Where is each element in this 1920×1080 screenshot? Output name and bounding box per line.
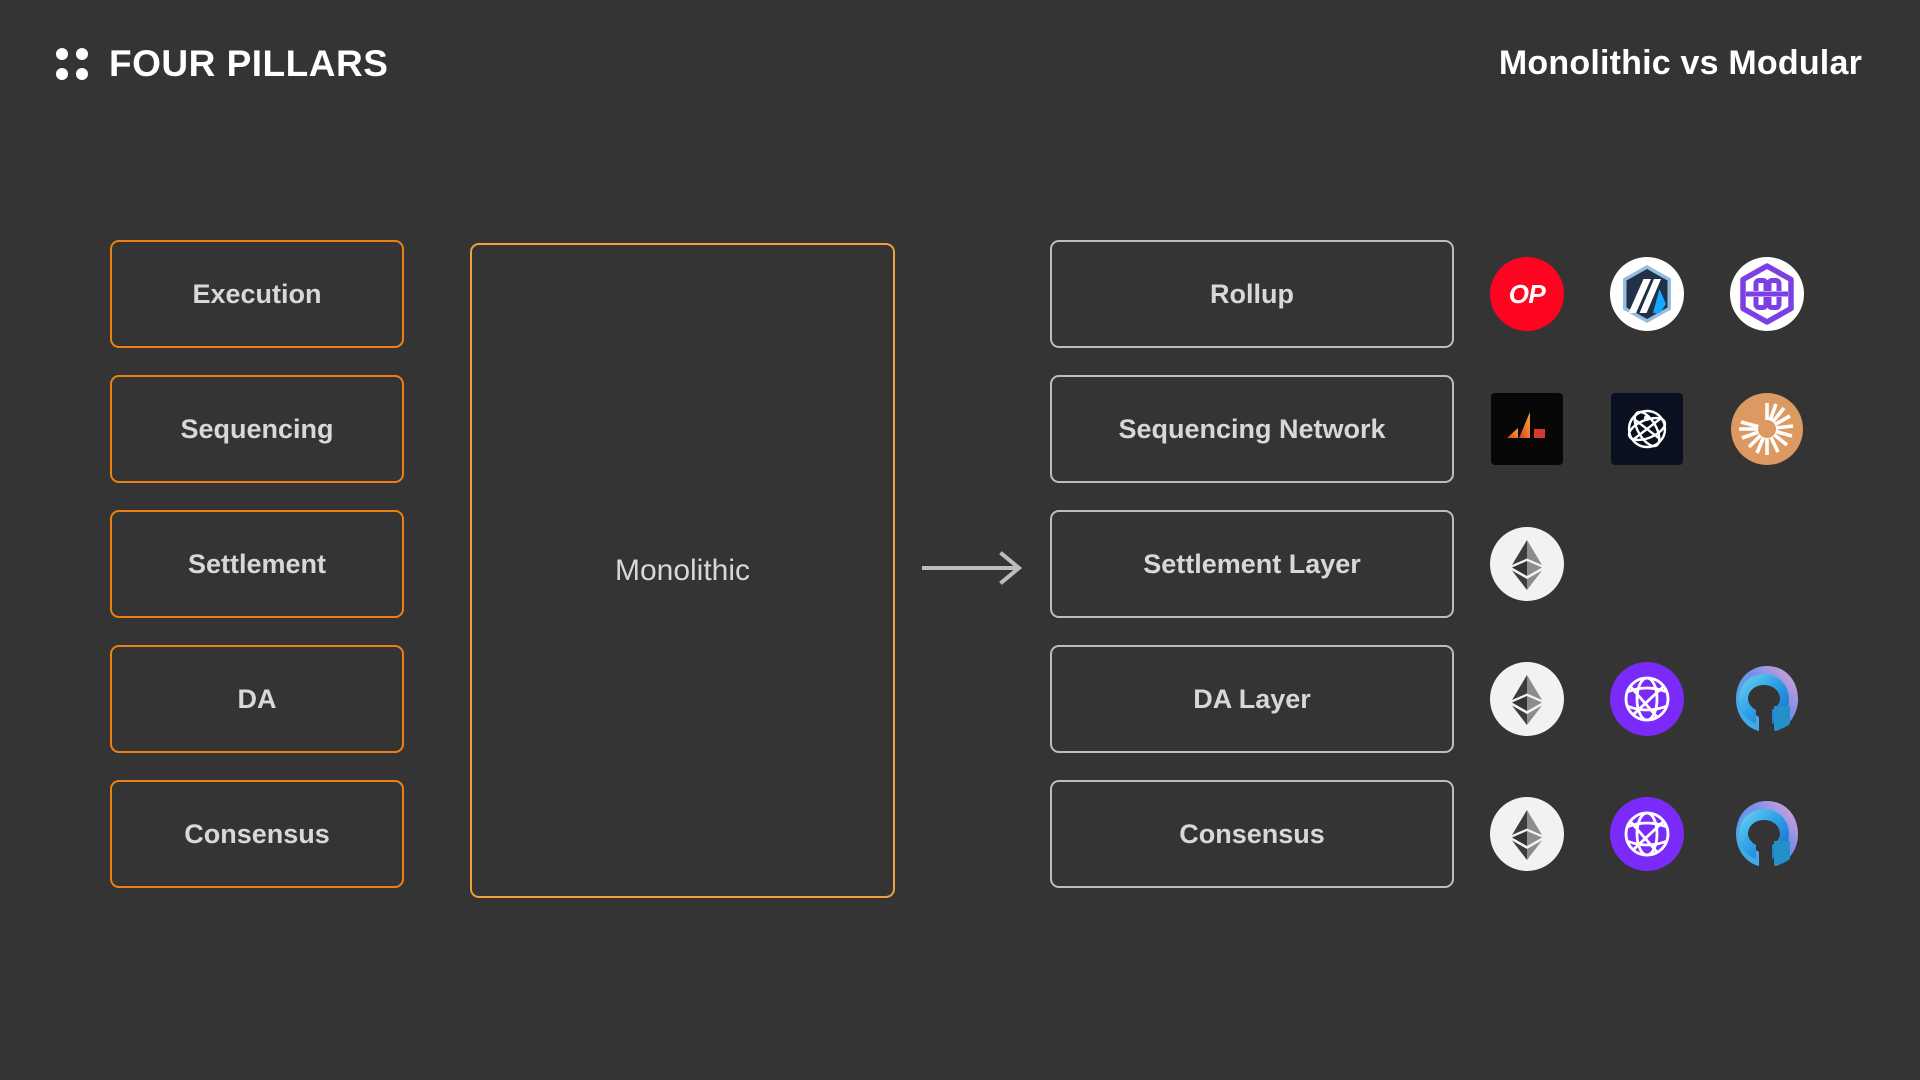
layer-sequencing-network: Sequencing Network: [1050, 375, 1454, 483]
four-dot-grid-icon: [55, 47, 89, 81]
logo-row-rollup: OP: [1490, 240, 1804, 348]
layer-label: Consensus: [1179, 818, 1325, 849]
optimism-logo-text: OP: [1508, 279, 1546, 309]
layer-settlement-layer: Settlement Layer: [1050, 510, 1454, 618]
layer-label: DA Layer: [1193, 683, 1311, 714]
pillar-label: Sequencing: [180, 413, 334, 444]
pillar-label: DA: [237, 683, 277, 714]
pillar-consensus: Consensus: [110, 780, 404, 888]
brand-lockup: FOUR PILLARS: [55, 45, 388, 82]
ethereum-logo: [1490, 527, 1564, 601]
logo-row-settlement-layer: [1490, 510, 1804, 618]
layer-label: Settlement Layer: [1143, 548, 1361, 579]
optimism-logo: OP: [1490, 257, 1564, 331]
pillar-label: Settlement: [187, 548, 327, 579]
avail-logo: [1730, 797, 1804, 871]
avail-logo: [1730, 662, 1804, 736]
arbitrum-logo: [1610, 257, 1684, 331]
pillar-da: DA: [110, 645, 404, 753]
layers-column: Rollup Sequencing Network Settlement Lay…: [1050, 240, 1454, 888]
pillar-settlement: Settlement: [110, 510, 404, 618]
pillars-column: Execution Sequencing Settlement DA Conse…: [110, 240, 404, 888]
layer-consensus: Consensus: [1050, 780, 1454, 888]
layer-label: Sequencing Network: [1118, 413, 1386, 444]
celestia-logo: [1610, 662, 1684, 736]
right-arrow-icon: [920, 551, 1025, 585]
polygon-zkevm-logo: [1730, 257, 1804, 331]
pillar-sequencing: Sequencing: [110, 375, 404, 483]
layer-label: Rollup: [1210, 278, 1294, 309]
brand-name: FOUR PILLARS: [109, 43, 389, 84]
logo-row-sequencing-network: [1490, 375, 1804, 483]
celestia-logo: [1610, 797, 1684, 871]
logo-columns: OP: [1490, 240, 1804, 888]
monolithic-label: Monolithic: [614, 553, 751, 587]
layer-da-layer: DA Layer: [1050, 645, 1454, 753]
layer-rollup: Rollup: [1050, 240, 1454, 348]
page-title: Monolithic vs Modular: [1498, 44, 1862, 82]
astria-logo: [1490, 392, 1564, 466]
ethereum-logo: [1490, 662, 1564, 736]
logo-row-consensus: [1490, 780, 1804, 888]
espresso-logo: [1730, 392, 1804, 466]
slide-header: FOUR PILLARS Monolithic vs Modular: [0, 0, 1920, 150]
ethereum-logo: [1490, 797, 1564, 871]
pillar-label: Consensus: [184, 818, 330, 849]
monolithic-block: Monolithic: [470, 243, 895, 898]
logo-row-da-layer: [1490, 645, 1804, 753]
pillar-execution: Execution: [110, 240, 404, 348]
radius-logo: [1610, 392, 1684, 466]
pillar-label: Execution: [192, 278, 322, 309]
